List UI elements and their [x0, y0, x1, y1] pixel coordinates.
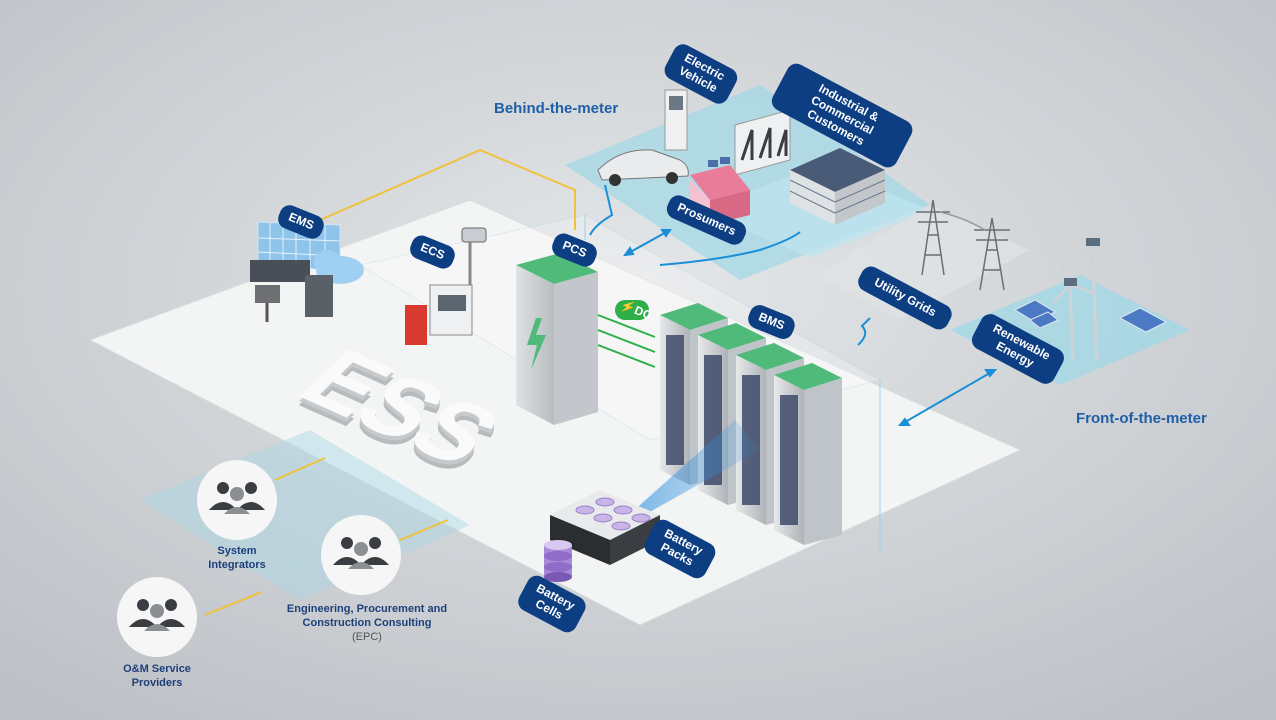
pcs-cabinet: [516, 253, 598, 425]
front-of-the-meter-heading: Front-of-the-meter: [1076, 410, 1207, 427]
ev-charger-and-car: [597, 89, 689, 186]
ems-link-line: [319, 148, 576, 230]
ecs-unit: [405, 227, 487, 345]
industrial-building: [789, 148, 886, 225]
system-integrators-caption: System Integrators: [208, 545, 266, 571]
transmission-towers: [916, 199, 1010, 291]
dc-arrows: [597, 314, 656, 368]
om-providers-caption: O&M Service Providers: [123, 663, 191, 689]
factory: [734, 109, 791, 176]
epc-caption: Engineering, Procurement and Constructio…: [282, 603, 452, 644]
battery-pack: [550, 490, 660, 565]
battery-cells: [544, 540, 572, 582]
epc-caption-abbrev: (EPC): [352, 630, 382, 643]
stakeholder-arrows: [204, 457, 449, 616]
solar-panels: [1013, 299, 1168, 333]
epc-caption-main: Engineering, Procurement and Constructio…: [286, 603, 448, 629]
behind-the-meter-heading: Behind-the-meter: [494, 100, 619, 117]
flow-arrows: [589, 184, 998, 426]
